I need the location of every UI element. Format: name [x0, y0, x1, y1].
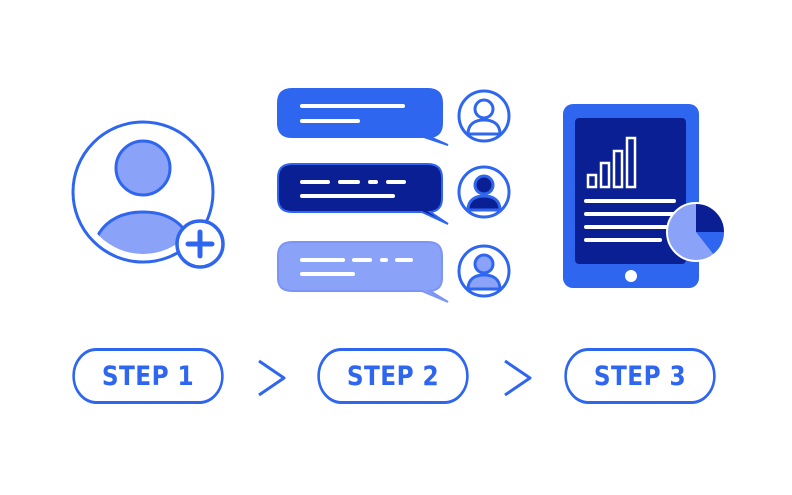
chevron-right-icon: [504, 359, 532, 397]
step-3-pill: STEP 3: [564, 348, 716, 404]
contact-head-1: [473, 98, 495, 120]
step-2-pill: STEP 2: [317, 348, 469, 404]
add-user-icon: [71, 120, 225, 269]
step-1-pill: STEP 1: [72, 348, 224, 404]
step-3-label: STEP 3: [593, 360, 687, 392]
pie-chart-icon: [666, 202, 726, 262]
chat-bubble-3: [277, 241, 449, 303]
tablet-analytics-icon: [563, 104, 726, 288]
contact-body-1: [466, 118, 502, 136]
contact-head-3: [473, 253, 495, 275]
contact-head-2: [473, 174, 495, 196]
step-1-label: STEP 1: [101, 360, 195, 392]
bar-chart-icon: [586, 136, 637, 189]
chat-messages-icon: [277, 88, 511, 303]
plus-icon: [185, 229, 215, 259]
tablet-home-button: [625, 270, 637, 282]
contact-body-2: [466, 194, 502, 212]
bar-1: [586, 173, 598, 189]
chevron-right-icon: [258, 359, 286, 397]
step-2-label: STEP 2: [346, 360, 440, 392]
bar-4: [625, 136, 637, 189]
bar-3: [612, 149, 624, 189]
chat-bubble-1: [277, 88, 449, 146]
contact-body-3: [466, 273, 502, 291]
bar-2: [599, 161, 611, 189]
user-head: [114, 139, 172, 197]
text-lines: [584, 199, 676, 242]
chat-bubble-2: [277, 163, 449, 225]
